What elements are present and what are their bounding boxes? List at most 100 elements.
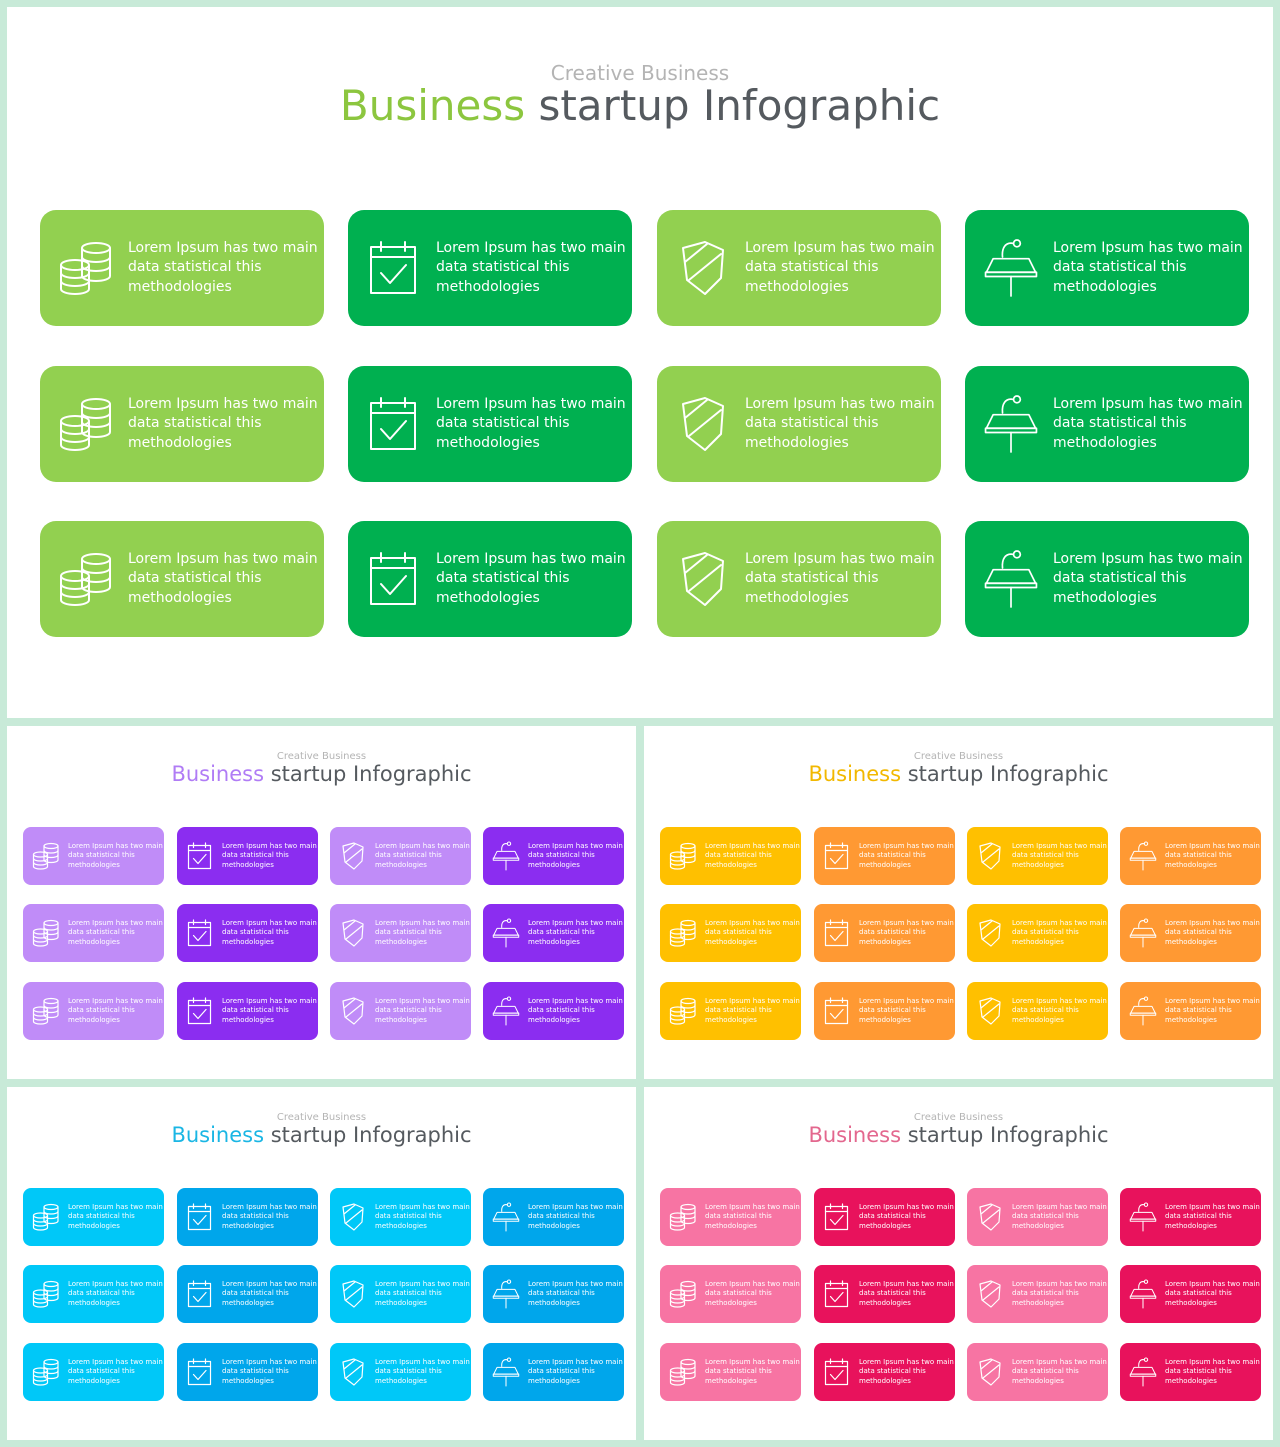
card-text-line: methodologies [1165,1015,1217,1024]
card-text-line: methodologies [705,937,757,946]
card-text-line: Lorem Ipsum has two main [1012,996,1107,1005]
lamp-icon [1129,841,1157,871]
lamp-icon [1129,996,1157,1026]
calendar-check-icon [366,549,422,609]
card-text-line: Lorem Ipsum has two main [128,551,318,568]
card-text-line: methodologies [859,1221,911,1230]
card-text-line: methodologies [705,1015,757,1024]
slide-title: Business startup Infographic [644,1123,1273,1147]
card-text-line: methodologies [222,1221,274,1230]
card-text-line: Lorem Ipsum has two main [528,1357,623,1366]
card-text-line: Lorem Ipsum has two main [1165,1279,1260,1288]
card-text-line: Lorem Ipsum has two main [1165,1202,1260,1211]
card-text-line: methodologies [375,1298,427,1307]
lamp-icon [1129,1202,1157,1232]
card-text-line: data statistical this [705,1289,772,1298]
lamp-icon [492,1357,520,1387]
shield-icon [976,918,1004,948]
lamp-icon [492,1279,520,1309]
card-text-line: Lorem Ipsum has two main [705,841,800,850]
card-text-line: Lorem Ipsum has two main [859,841,954,850]
card-text-line: Lorem Ipsum has two main [1053,240,1243,257]
card-text-line: data statistical this [528,1212,595,1221]
card-text-line: methodologies [745,434,849,451]
card-text-line: data statistical this [1165,1289,1232,1298]
coins-icon [58,238,114,298]
card-text-line: methodologies [222,860,274,869]
card-text-line: data statistical this [436,570,570,587]
shield-icon [976,1202,1004,1232]
slide-subtitle: Creative Business [913,751,1004,762]
lamp-icon [492,996,520,1026]
coins-icon [32,1279,60,1309]
card-text-line: data statistical this [375,1006,442,1015]
card-text-line: Lorem Ipsum has two main [222,996,317,1005]
card-text-line: methodologies [528,860,580,869]
card-text-line: Lorem Ipsum has two main [1012,918,1107,927]
card-text-line: Lorem Ipsum has two main [375,918,470,927]
coins-icon [669,996,697,1026]
card-text-line: Lorem Ipsum has two main [68,1357,163,1366]
slide-title-accent: Business [339,81,526,130]
card-text-line: methodologies [1012,1298,1064,1307]
slide-subtitle: Creative Business [550,61,730,85]
card-text-line: data statistical this [222,851,289,860]
card-text-line: data statistical this [528,851,595,860]
card-text-line: data statistical this [68,928,135,937]
card-text-line: data statistical this [1165,928,1232,937]
card-text-line: Lorem Ipsum has two main [705,1357,800,1366]
card-text-line: methodologies [705,1376,757,1385]
card-text-line: data statistical this [705,928,772,937]
card-text-line: data statistical this [1165,1212,1232,1221]
calendar-check-icon [823,1279,851,1309]
slide-subtitle: Creative Business [913,1112,1004,1123]
card-text-line: Lorem Ipsum has two main [375,996,470,1005]
card-text-line: Lorem Ipsum has two main [528,996,623,1005]
card-text-line: data statistical this [128,415,262,432]
calendar-check-icon [366,238,422,298]
card-text-line: Lorem Ipsum has two main [1053,551,1243,568]
card-text-line: data statistical this [1053,259,1187,276]
card-text-line: methodologies [68,1221,120,1230]
card-text-line: methodologies [375,937,427,946]
card-text-line: Lorem Ipsum has two main [375,1279,470,1288]
card-text-line: Lorem Ipsum has two main [705,1202,800,1211]
card-text-line: methodologies [222,1376,274,1385]
card-text-line: methodologies [222,1298,274,1307]
lamp-icon [983,549,1039,609]
coins-icon [669,841,697,871]
card-text-line: Lorem Ipsum has two main [68,996,163,1005]
